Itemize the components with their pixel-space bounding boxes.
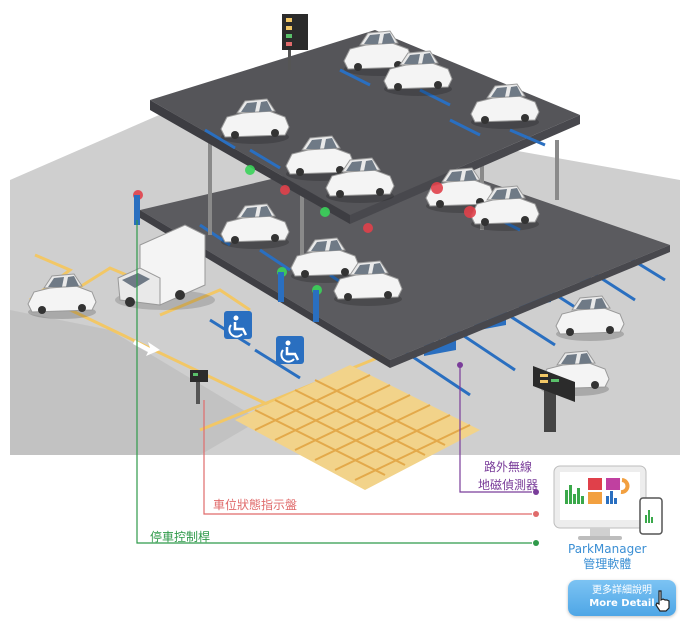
parkmanager-sub: 管理軟體 xyxy=(583,557,632,571)
upper-deck-lines xyxy=(204,68,546,170)
parkmanager-label: ParkManager 管理軟體 xyxy=(568,542,647,572)
direction-arrow-icon xyxy=(133,340,160,356)
sensor-label-line2: 地磁偵測器 xyxy=(478,478,539,492)
wheelchair-icon xyxy=(274,334,306,366)
sensor-callout-line xyxy=(459,365,532,493)
callout-lines xyxy=(136,220,539,546)
upper-parking-deck xyxy=(150,30,580,215)
monitor-icon xyxy=(553,465,647,540)
indicator-callout-line xyxy=(203,400,532,515)
gate-label: 停車控制桿 xyxy=(150,530,211,544)
indicator-signboard-top xyxy=(282,14,308,70)
more-detail-line2: More Detail xyxy=(589,598,655,609)
wheelchair-icon xyxy=(222,309,254,341)
lower-parking-deck xyxy=(140,150,670,360)
sensor-label-line1: 路外無線 xyxy=(484,460,533,474)
truck-icon xyxy=(115,224,215,310)
hand-pointer-icon xyxy=(654,590,672,617)
smartphone-icon xyxy=(639,497,663,535)
indicator-label: 車位狀態指示盤 xyxy=(213,498,298,512)
space-indicator-board xyxy=(190,370,208,404)
more-detail-button[interactable]: 更多詳細說明 More Detail xyxy=(568,580,676,616)
sensor-posts xyxy=(134,195,319,322)
sensor-label: 路外無線 地磁偵測器 xyxy=(478,458,538,494)
more-detail-line1: 更多詳細說明 xyxy=(592,585,652,596)
gate-callout-line xyxy=(136,220,532,544)
yellow-crosshatch-area xyxy=(235,365,480,490)
entrance-signboard xyxy=(533,366,575,432)
sidewalk xyxy=(10,310,260,455)
parkmanager-name: ParkManager xyxy=(568,542,647,556)
